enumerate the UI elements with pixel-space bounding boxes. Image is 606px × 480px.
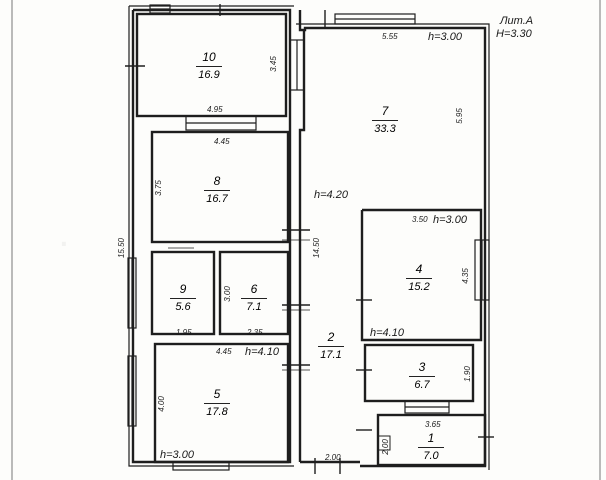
room-6: 6 7.1 [241,282,267,313]
walls [128,5,490,470]
room-number: 8 [213,174,221,188]
dim-label: 1.95 [176,328,192,337]
room-number: 6 [250,282,258,296]
height-label-room-7: h=3.00 [428,31,462,43]
room-area: 15.2 [408,281,430,293]
dim-label: 3.75 [153,180,163,196]
room-2: 2 17.1 [318,330,344,361]
dim-label: 1.90 [462,366,472,382]
dim-label: 4.95 [207,105,223,114]
room-number: 9 [179,282,187,296]
room-number: 5 [213,387,221,401]
room-number: 10 [202,50,216,64]
room-area: 16.7 [206,193,228,205]
lit-label: Лит.А [500,15,534,27]
height-label-corridor: h=4.20 [314,189,348,201]
dim-label: 4.35 [460,268,470,284]
dim-label: 2.00 [380,439,390,455]
room-area: 6.7 [414,379,430,391]
room-area: 5.6 [175,301,191,313]
dim-label: 2.35 [247,328,263,337]
room-10: 10 16.9 [196,50,222,81]
room-7: 7 33.3 [372,104,398,135]
dim-label: 3.00 [222,286,232,302]
dim-label: 3.65 [425,420,441,429]
dim-label: 4.45 [214,137,230,146]
room-number: 1 [427,431,435,445]
room-8: 8 16.7 [204,174,230,205]
room-number: 4 [415,262,423,276]
room-number: 3 [418,360,426,374]
room-area: 7.1 [246,301,262,313]
height-label-room-4: h=3.00 [433,214,467,226]
room-area: 7.0 [423,450,439,462]
dim-label: 3.45 [268,56,278,72]
watermark: · [60,228,76,259]
room-area: 33.3 [374,123,396,135]
room-area: 17.1 [320,349,342,361]
room-3: 3 6.7 [409,360,435,391]
room-9: 9 5.6 [170,282,196,313]
room-area: 17.8 [206,406,228,418]
dim-label: 15.50 [117,237,127,259]
room-number: 7 [381,104,389,118]
dim-label: 4.45 [216,347,232,356]
room-5: 5 17.8 [204,387,230,418]
height-label-room-5b: h=3.00 [160,449,194,461]
room-1: 1 7.0 [418,431,444,462]
room-4: 4 15.2 [406,262,432,293]
room-area: 16.9 [198,69,220,81]
dim-label: 4.00 [156,396,166,412]
dim-label: 5.55 [382,32,398,41]
room-number: 2 [327,330,335,344]
dim-label: 14.50 [312,237,322,259]
dim-label: 5.95 [454,108,464,124]
door-marks [125,4,494,474]
height-label: H=3.30 [496,28,532,40]
windows [127,4,490,471]
dim-label: 2.00 [325,453,341,462]
dim-label: 3.50 [412,215,428,224]
height-label-room-5a: h=4.10 [245,346,279,358]
height-label-room-2: h=4.10 [370,327,404,339]
